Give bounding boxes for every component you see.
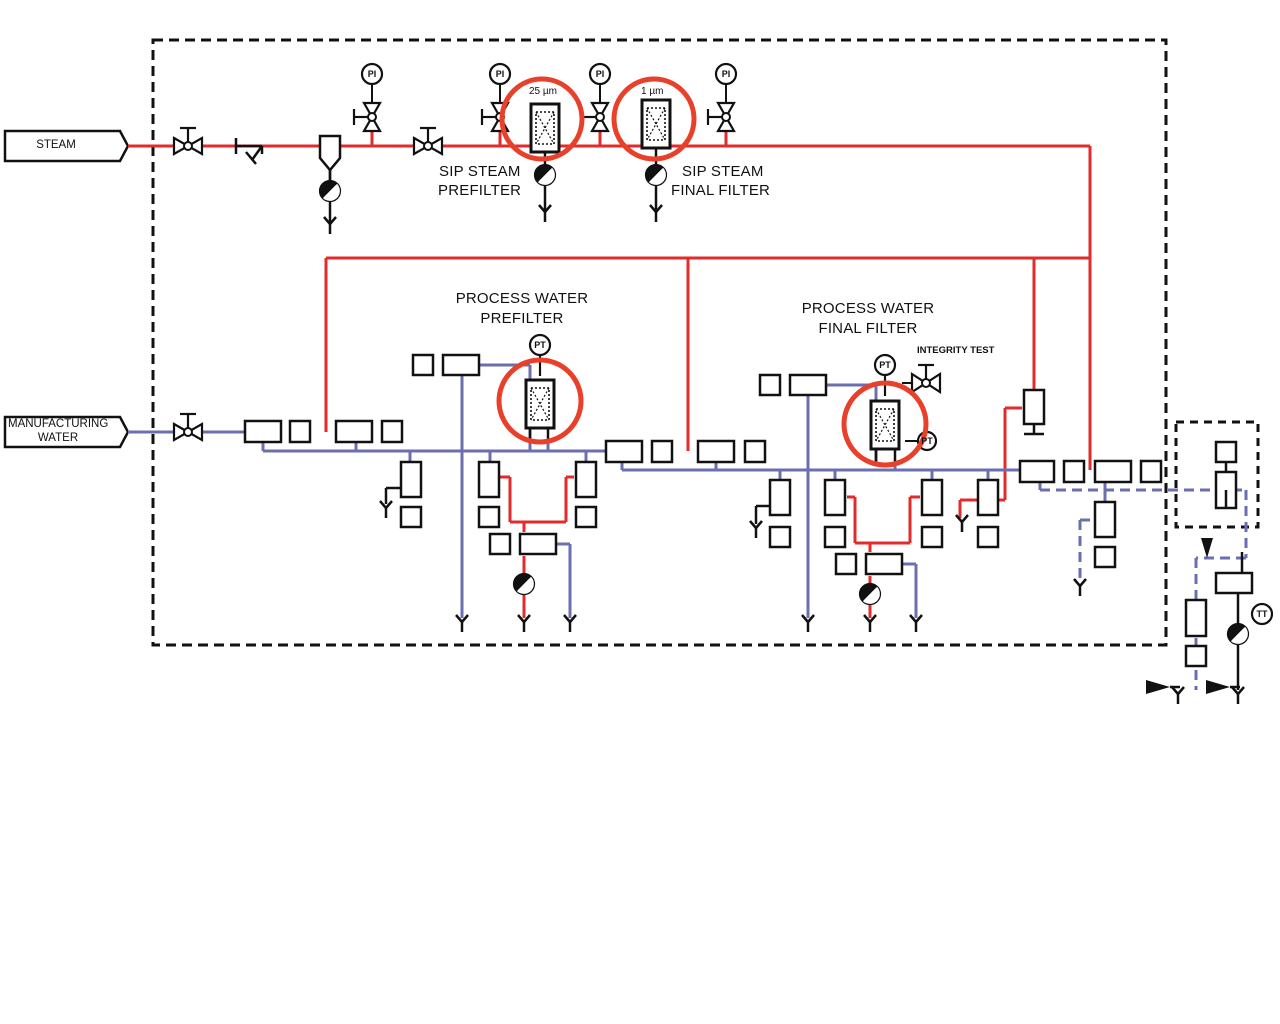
pi-label-2: PI xyxy=(495,69,505,79)
pi-label-4: PI xyxy=(721,69,731,79)
inlet-arrow-down xyxy=(1201,538,1213,558)
pw-prefilter-label-1: PROCESS WATER xyxy=(455,290,589,307)
pt-label-pre: PT xyxy=(534,340,546,350)
water-inlet-tag xyxy=(3,415,130,449)
steam-trap-pw-final xyxy=(858,582,882,606)
steam-valve-2[interactable] xyxy=(412,126,444,156)
water-valve-assemblies xyxy=(243,353,1254,668)
steam-piping xyxy=(128,120,1092,618)
pressure-indicator-2 xyxy=(488,62,512,103)
sip-prefilter-label-1: SIP STEAM xyxy=(439,163,521,180)
water-inlet-label-2: WATER xyxy=(37,432,79,444)
steam-inlet-label: STEAM xyxy=(36,139,76,151)
pi-isolation-valve-4[interactable] xyxy=(706,101,736,133)
steam-strainer xyxy=(234,138,264,165)
pw-final-label-1: PROCESS WATER xyxy=(801,300,935,317)
sub-skid-boundary xyxy=(1174,420,1260,529)
steam-trap-outlet xyxy=(1226,622,1250,646)
tt-label: TT xyxy=(1256,609,1268,619)
water-piping xyxy=(128,363,1107,618)
pi-label-3: PI xyxy=(595,69,605,79)
sip-final-label-1: SIP STEAM xyxy=(682,163,764,180)
pi-isolation-valve-1[interactable] xyxy=(352,101,382,133)
pw-final-label-2: FINAL FILTER xyxy=(818,320,918,337)
water-inlet-valve[interactable] xyxy=(172,412,204,442)
sip-prefilter-label-2: PREFILTER xyxy=(438,182,522,199)
outlet-arrow-2 xyxy=(1206,680,1230,694)
process-water-final-filter[interactable] xyxy=(869,353,901,462)
integrity-test-label: INTEGRITY TEST xyxy=(917,345,995,356)
temperature-transmitter xyxy=(1250,602,1274,626)
process-water-prefilter[interactable] xyxy=(524,333,556,441)
pressure-indicator-4 xyxy=(714,62,738,103)
highlight-circles xyxy=(496,76,929,468)
prefilter-rating: 25 µm xyxy=(529,86,557,97)
pressure-indicator-3 xyxy=(588,62,612,103)
drain-stubs xyxy=(384,462,1262,690)
sip-steam-prefilter[interactable] xyxy=(529,102,561,224)
pw-prefilter-label-2: PREFILTER xyxy=(480,310,564,327)
steam-trap-pw-pre xyxy=(512,572,536,596)
pressure-indicator-1 xyxy=(360,62,384,103)
pt-label-downstream: PT xyxy=(921,436,933,446)
pi-isolation-valve-3[interactable] xyxy=(580,101,610,133)
steam-separator xyxy=(318,134,342,236)
pt-label-final: PT xyxy=(879,360,891,370)
final-filter-rating: 1 µm xyxy=(641,86,664,97)
steam-inlet-valve[interactable] xyxy=(172,126,204,156)
outlet-arrow-1 xyxy=(1146,680,1170,694)
integrity-test-valve[interactable] xyxy=(902,363,942,395)
sip-final-label-2: FINAL FILTER xyxy=(671,182,771,199)
skid-boundary xyxy=(151,38,1168,647)
steam-inlet-tag xyxy=(3,129,130,163)
pi-label-1: PI xyxy=(367,69,377,79)
water-inlet-label-1: MANUFACTURING xyxy=(8,418,109,430)
